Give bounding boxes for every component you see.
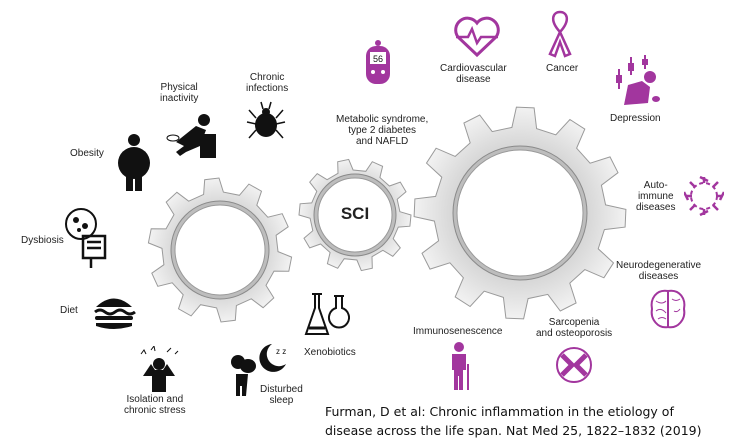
citation-line-1: Furman, D et al: Chronic inflammation in… [325,404,674,419]
burger-icon [94,298,136,329]
sleep-moon-icon: z z [231,344,286,396]
label-depression: Depression [610,113,661,124]
label-cancer: Cancer [546,63,579,74]
sci-label: SCI [340,204,370,223]
obesity-icon [118,134,150,191]
tick-bug-icon [246,101,286,139]
citation: Furman, D et al: Chronic inflammation in… [325,402,702,440]
label-dysbiosis: Dysbiosis [21,235,64,246]
cancer-ribbon-icon [548,10,572,58]
citation-line-2: disease across the life span. Nat Med 25… [325,423,702,438]
gear-hole [456,149,584,277]
label-xenobiotics: Xenobiotics [304,347,356,358]
glucometer-reading: 56 [373,54,383,64]
label-diet: Diet [60,305,78,316]
label-immunosenescence: Immunosenescence [413,326,503,337]
gear-hole [317,177,393,253]
gear-left [147,177,293,323]
brain-icon [650,289,686,329]
stressed-person-icon [140,346,179,392]
gut-microbiome-icon [65,208,107,268]
label-obesity: Obesity [70,148,104,159]
gear-right [413,106,627,320]
bone-joint-icon [556,347,592,383]
glucometer-icon: 56 [366,40,390,84]
flasks-icon [304,293,350,335]
elderly-person-icon [452,342,469,390]
autoimmune-antibodies-icon [684,175,724,217]
depression-icon [616,55,660,105]
heart-pulse-icon [454,16,500,58]
svg-text:z z: z z [276,347,286,356]
physical-inactivity-icon [166,114,216,158]
gear-sci [298,158,412,272]
gear-hole [174,204,266,296]
